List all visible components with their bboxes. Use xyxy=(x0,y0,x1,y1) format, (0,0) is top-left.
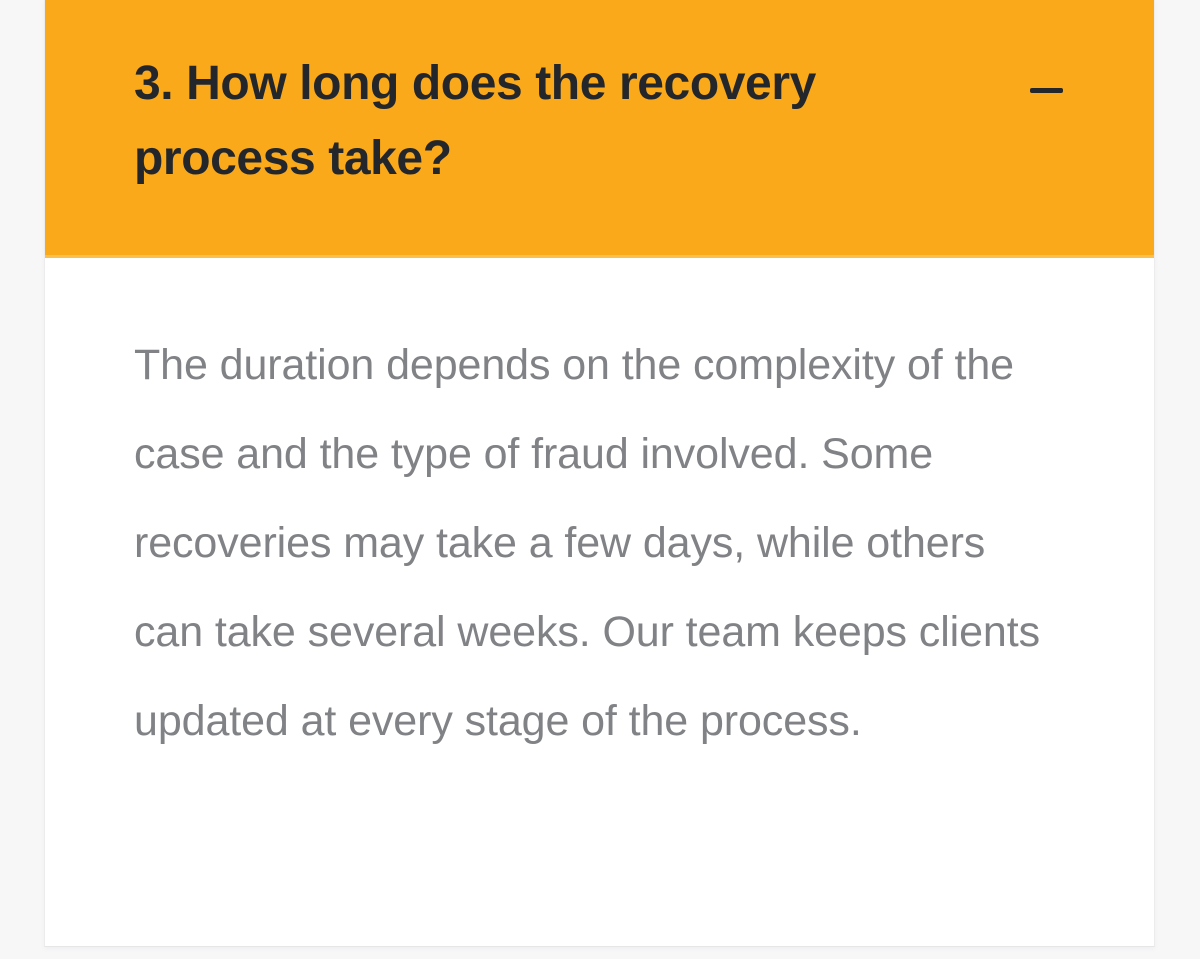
minus-icon xyxy=(1030,88,1063,93)
accordion-question-title: 3. How long does the recovery process ta… xyxy=(134,57,816,185)
accordion-toggle-button[interactable] xyxy=(1030,62,1090,122)
faq-accordion-item: 3. How long does the recovery process ta… xyxy=(44,0,1155,947)
accordion-header[interactable]: 3. How long does the recovery process ta… xyxy=(45,0,1154,258)
accordion-answer-text: The duration depends on the complexity o… xyxy=(134,341,1040,745)
accordion-panel: The duration depends on the complexity o… xyxy=(45,258,1154,766)
